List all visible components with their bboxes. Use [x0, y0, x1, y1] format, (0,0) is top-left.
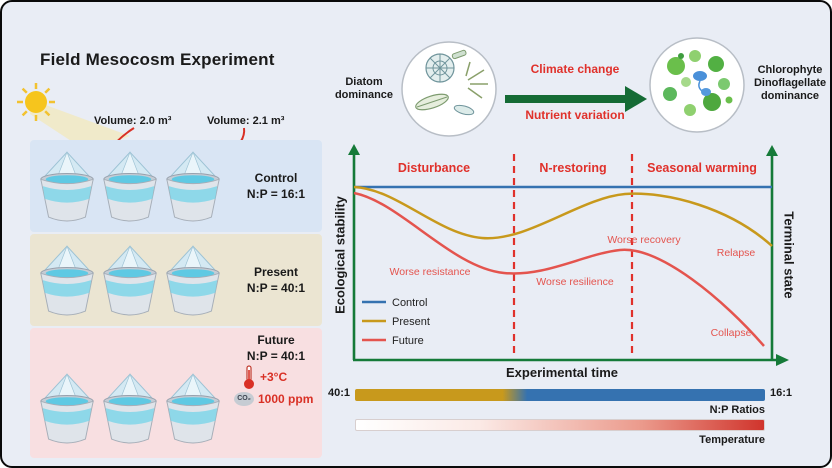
row-np-ratio: N:P = 40:1 [246, 349, 306, 363]
phase-label-n-restoring: N-restoring [539, 161, 606, 175]
volume-label-right: Volume: 2.1 m³ [207, 115, 285, 127]
co2-value-label: 1000 ppm [258, 392, 314, 406]
x-axis-arrow-icon [776, 354, 789, 366]
future-curve [353, 191, 765, 347]
phase-label-disturbance: Disturbance [398, 161, 470, 175]
co2-icon: CO₂ [234, 392, 254, 406]
present-row-label: Present N:P = 40:1 [230, 264, 322, 296]
x-axis-label: Experimental time [506, 365, 618, 380]
chlorophyte-dominance-label: Chlorophyte Dinoflagellate dominance [753, 64, 827, 102]
np-left-tick: 40:1 [327, 387, 350, 399]
annotation-worse-resistance: Worse resistance [390, 266, 471, 278]
co2-info: CO₂ 1000 ppm [234, 392, 313, 406]
annotation-relapse: Relapse [717, 247, 756, 259]
mesocosm-tank [103, 245, 157, 316]
diatom-dominance-label: Diatom dominance [334, 76, 394, 101]
chlorophyte-illustration [649, 37, 745, 133]
stability-chart: Disturbance N-restoring Seasonal warming… [348, 144, 789, 366]
legend-label-control: Control [392, 297, 427, 309]
row-name: Control [254, 171, 298, 185]
mesocosm-tank [40, 373, 94, 444]
mesocosm-tank [166, 373, 220, 444]
y-axis-label: Ecological stability [332, 196, 348, 314]
thermometer-icon [244, 365, 254, 389]
annotation-worse-recovery: Worse recovery [607, 234, 681, 246]
y-axis-arrow-icon [348, 144, 360, 155]
diatom-community-circle [400, 40, 498, 138]
present-curve [353, 185, 773, 247]
np-ratios-label: N:P Ratios [709, 404, 765, 416]
mesocosm-tank [40, 245, 94, 316]
transition-arrow-icon [505, 86, 647, 112]
row-name: Present [253, 265, 299, 279]
control-row-label: Control N:P = 16:1 [230, 170, 322, 202]
mesocosm-tank [40, 151, 94, 222]
temp-increase-label: +3°C [260, 370, 288, 384]
row-name: Future [257, 333, 295, 347]
right-axis-label: Terminal state [781, 211, 797, 299]
row-np-ratio: N:P = 16:1 [246, 187, 306, 201]
sun-icon [17, 83, 55, 121]
future-row-label: Future N:P = 40:1 [230, 332, 322, 364]
experiment-title: Field Mesocosm Experiment [40, 50, 275, 69]
chlorophyte-community-circle [648, 36, 746, 134]
nutrient-variation-label: Nutrient variation [525, 108, 625, 122]
mesocosm-tank [103, 151, 157, 222]
temperature-bar [355, 419, 765, 431]
temperature-label: Temperature [699, 434, 765, 446]
phase-label-seasonal-warming: Seasonal warming [647, 161, 757, 175]
row-np-ratio: N:P = 40:1 [246, 281, 306, 295]
legend-label-future: Future [392, 335, 424, 347]
mesocosm-tank [166, 245, 220, 316]
warming-info: +3°C [242, 364, 287, 390]
right-axis-arrow-icon [766, 145, 778, 156]
annotation-collapse: Collapse [711, 327, 752, 339]
annotation-worse-resilience: Worse resilience [536, 276, 614, 288]
volume-label-left: Volume: 2.0 m³ [94, 115, 172, 127]
np-right-tick: 16:1 [770, 387, 793, 399]
legend-label-present: Present [392, 316, 430, 328]
climate-change-label: Climate change [530, 62, 620, 76]
diatom-illustration [401, 41, 497, 137]
sunbeam [30, 100, 130, 152]
mesocosm-tank [103, 373, 157, 444]
mesocosm-tank [166, 151, 220, 222]
np-ratio-bar [355, 389, 765, 401]
